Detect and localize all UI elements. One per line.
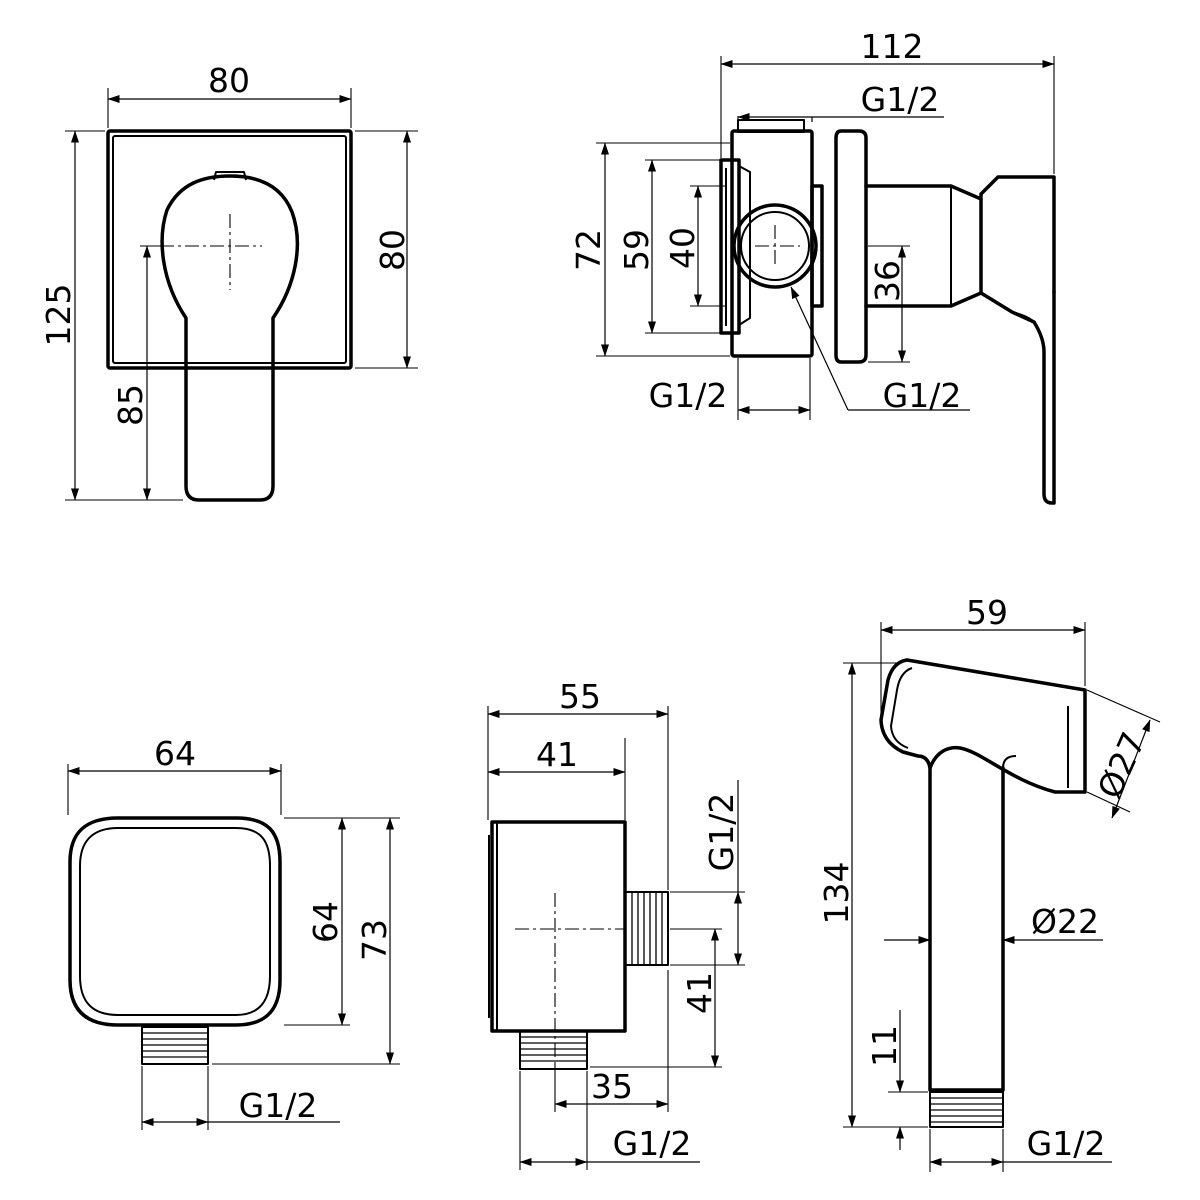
shower-head-outline bbox=[879, 658, 1087, 1128]
dim-elbow-thread-side: G1/2 bbox=[702, 793, 741, 872]
dim-thread-outlet: G1/2 bbox=[883, 376, 962, 415]
mixer-front-dimensions: 80 80 125 85 bbox=[39, 61, 418, 501]
elbow-front-outline bbox=[68, 816, 282, 1065]
dim-head-diameter: Ø27 bbox=[1090, 726, 1153, 804]
dim-inner: 40 bbox=[663, 227, 702, 269]
dim-thread-length: 11 bbox=[865, 1025, 904, 1067]
dim-elbow-total-height: 73 bbox=[355, 919, 394, 961]
mixer-side-dimensions: 112 G1/2 72 59 40 36 G1/2 bbox=[569, 27, 1055, 420]
dim-body-height: 72 bbox=[569, 229, 608, 271]
mixer-front-view: 80 80 125 85 bbox=[39, 61, 418, 502]
dim-length: 134 bbox=[817, 862, 856, 925]
elbow-side-bottom-thread bbox=[519, 1030, 588, 1070]
elbow-side-outline bbox=[488, 820, 669, 1070]
shower-head-dimensions: 59 Ø27 134 Ø22 11 G1/2 bbox=[817, 593, 1161, 1172]
shower-head-view: 59 Ø27 134 Ø22 11 G1/2 bbox=[817, 593, 1161, 1172]
dim-mixer-total-height: 125 bbox=[39, 284, 78, 347]
dim-mixer-depth: 112 bbox=[861, 27, 924, 66]
dim-handle-axis: 85 bbox=[111, 384, 150, 426]
mixer-front-outline bbox=[106, 129, 353, 502]
dim-elbow-inner-height: 64 bbox=[306, 901, 345, 943]
mixer-front-axes bbox=[160, 214, 262, 290]
dim-elbow-axis-height: 41 bbox=[680, 972, 719, 1014]
mixer-side-view: 112 G1/2 72 59 40 36 G1/2 bbox=[569, 27, 1056, 505]
dim-elbow-thread: G1/2 bbox=[239, 1086, 318, 1125]
elbow-side-view: 55 41 G1/2 41 35 G1/2 bbox=[487, 677, 745, 1170]
elbow-front-thread bbox=[141, 1026, 209, 1065]
dim-elbow-body-depth: 41 bbox=[536, 735, 578, 774]
shower-head-thread bbox=[929, 1091, 1004, 1128]
dim-outlet-diameter: 36 bbox=[868, 260, 907, 302]
elbow-side-dimensions: 55 41 G1/2 41 35 G1/2 bbox=[487, 677, 745, 1170]
dim-flange: 59 bbox=[617, 229, 656, 271]
dim-thread-top: G1/2 bbox=[861, 80, 940, 119]
dim-mixer-width: 80 bbox=[208, 61, 250, 100]
dim-elbow-outlet-offset: 35 bbox=[591, 1067, 633, 1106]
elbow-side-axes bbox=[515, 893, 625, 1060]
mixer-side-outline bbox=[719, 119, 1056, 505]
dim-elbow-width: 64 bbox=[154, 734, 196, 773]
dim-thread-bottom-left: G1/2 bbox=[649, 376, 728, 415]
dim-head-width: 59 bbox=[966, 593, 1008, 632]
dim-elbow-thread-bottom: G1/2 bbox=[613, 1124, 692, 1163]
mixer-side-axes bbox=[755, 225, 800, 268]
dim-handle-diameter: Ø22 bbox=[1031, 902, 1099, 941]
elbow-front-dimensions: 64 64 73 G1/2 bbox=[67, 734, 400, 1130]
elbow-side-outlet-thread bbox=[624, 891, 669, 966]
dim-plate-height: 80 bbox=[373, 229, 412, 271]
dim-elbow-depth: 55 bbox=[559, 677, 601, 716]
elbow-front-view: 64 64 73 G1/2 bbox=[67, 734, 400, 1130]
dim-shower-thread: G1/2 bbox=[1027, 1124, 1106, 1163]
